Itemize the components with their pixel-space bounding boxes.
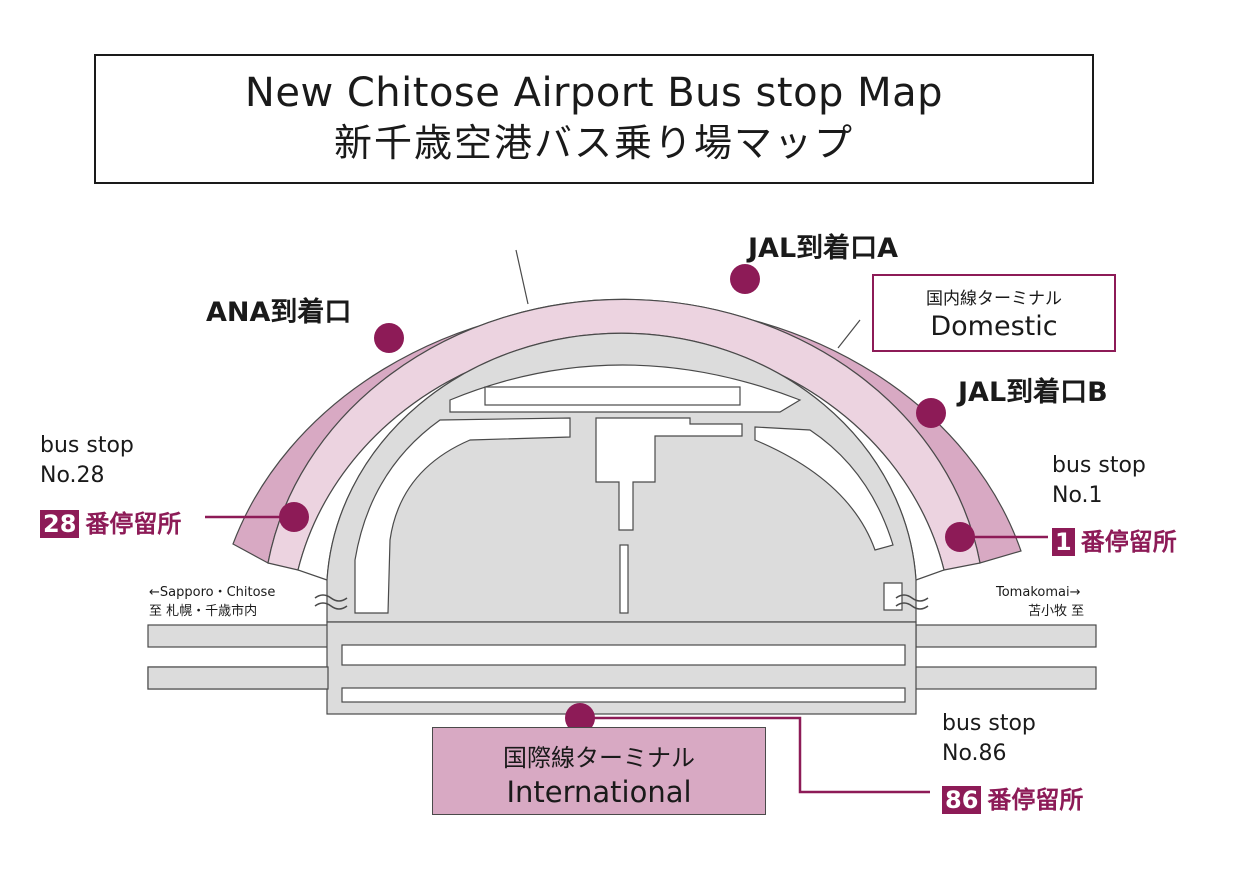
stop-dot-86[interactable] bbox=[565, 703, 595, 733]
band-separator-1 bbox=[515, 249, 529, 305]
gate-label-jal-b: JAL到着口B bbox=[958, 377, 1108, 408]
road-break-left bbox=[314, 594, 348, 610]
stop-1-en-line1: bus stop bbox=[1052, 453, 1146, 478]
road-lane-2 bbox=[341, 687, 906, 703]
inner-corridor-left bbox=[354, 417, 571, 614]
stop-28-en-line1: bus stop bbox=[40, 433, 134, 458]
international-label-en: International bbox=[506, 775, 692, 809]
inner-notch-right bbox=[883, 582, 903, 611]
road-lane-1 bbox=[341, 644, 906, 666]
direction-right-en: Tomakomai→ bbox=[996, 585, 1081, 600]
map-title-en: New Chitose Airport Bus stop Map bbox=[244, 70, 944, 116]
domestic-label-en: Domestic bbox=[930, 311, 1058, 342]
stop-dot-1[interactable] bbox=[945, 522, 975, 552]
road-upper-left bbox=[147, 624, 329, 648]
stop-1-en-line2: No.1 bbox=[1052, 483, 1103, 508]
gate-label-jal-a: JAL到着口A bbox=[748, 233, 899, 264]
road-left-spur bbox=[147, 666, 329, 690]
stop-1-badge: 1 bbox=[1052, 528, 1075, 556]
stop-86-en-line2: No.86 bbox=[942, 741, 1007, 766]
map-title-ja: 新千歳空港バス乗り場マップ bbox=[333, 121, 854, 165]
band-separator-2 bbox=[837, 319, 861, 349]
inner-corridor-top-bar bbox=[484, 386, 741, 406]
inner-block-center bbox=[595, 417, 743, 531]
international-label-ja: 国際線ターミナル bbox=[503, 744, 695, 772]
stop-28-badge: 28 bbox=[40, 510, 80, 538]
direction-left-en: ←Sapporo・Chitose bbox=[149, 585, 276, 600]
stop-1-ja: 番停留所 bbox=[1080, 528, 1177, 556]
stop-86-ja: 番停留所 bbox=[987, 786, 1084, 814]
stop-dot-jal-b[interactable] bbox=[916, 398, 946, 428]
domestic-label-ja: 国内線ターミナル bbox=[926, 289, 1062, 309]
stop-28-en-line2: No.28 bbox=[40, 463, 105, 488]
stop-dot-28[interactable] bbox=[279, 502, 309, 532]
stop-86-badge: 86 bbox=[942, 786, 982, 814]
inner-corridor-right bbox=[754, 426, 894, 551]
stop-dot-jal-a[interactable] bbox=[730, 264, 760, 294]
domestic-terminal-box: 国内線ターミナル Domestic bbox=[872, 274, 1116, 352]
stop-dot-ana[interactable] bbox=[374, 323, 404, 353]
stop-28-ja: 番停留所 bbox=[85, 510, 182, 538]
map-title-box: New Chitose Airport Bus stop Map 新千歳空港バス… bbox=[94, 54, 1094, 184]
direction-left-ja: 至 札幌・千歳市内 bbox=[149, 604, 258, 619]
direction-right-ja: 苫小牧 至 bbox=[1028, 604, 1085, 619]
inner-stem bbox=[619, 544, 629, 614]
road-upper-right bbox=[915, 624, 1097, 648]
stop-86-en-line1: bus stop bbox=[942, 711, 1036, 736]
road-break-right bbox=[895, 594, 929, 610]
international-terminal-box: 国際線ターミナル International bbox=[432, 727, 766, 815]
gate-label-ana: ANA到着口 bbox=[206, 297, 352, 328]
leader-line-86 bbox=[580, 716, 930, 794]
